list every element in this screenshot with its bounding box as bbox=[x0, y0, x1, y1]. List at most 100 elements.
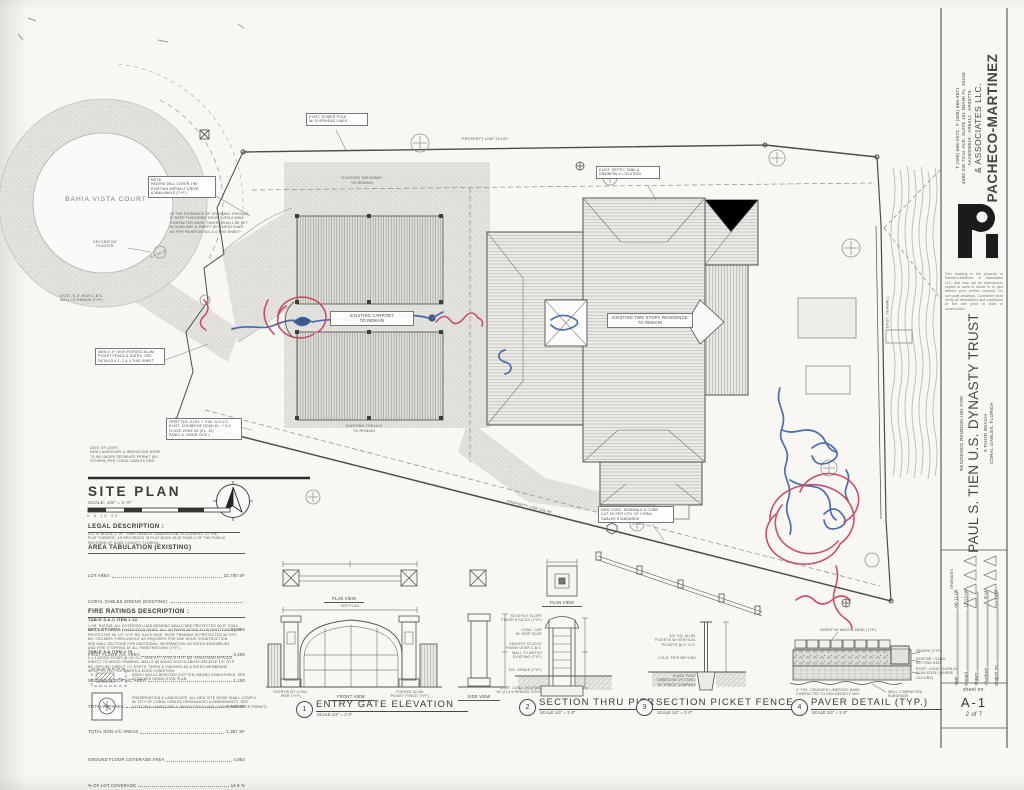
detail2-scale: SCALE 1/4" = 1'-0" bbox=[540, 710, 576, 715]
detail4-note-2: MORTAR / SAND SETTING BED bbox=[916, 657, 946, 666]
fire-ratings-heading: FIRE RATINGS DESCRIPTION : bbox=[88, 608, 245, 618]
note-landscape-permit: DATE OF LIGHT: NEW LANDSCAPE & IRRIGATIO… bbox=[90, 446, 161, 464]
note-sidewalk: NEW CONC. SIDEWALK & CURB CUT AS PER CIT… bbox=[598, 506, 674, 524]
detail4-scale: SCALE 1/4" = 1'-0" bbox=[812, 710, 848, 715]
detail3-note-3: PLACE POST EMBEDDED IN CONC. BY FENCE CO… bbox=[657, 674, 696, 687]
driveway-label: EXISTING DRIVEWAY TO REMAIN bbox=[341, 176, 383, 185]
graphic-scale-bar bbox=[87, 507, 231, 513]
area-tabulation-heading: AREA TABULATION (EXISTING) bbox=[88, 544, 245, 554]
stamp-legend-text: PRESERVATION & LANDSCAPE: ALL NEW SITE W… bbox=[132, 696, 268, 709]
fire-table1-title: TABLE 5-A-C ITEM # 42 bbox=[88, 618, 138, 622]
approval-stamp-icon bbox=[91, 692, 123, 721]
detail2-number-badge: 2 bbox=[519, 699, 536, 716]
detail4-number-badge: 4 bbox=[791, 699, 808, 716]
site-plan-scale: SCALE: 1/8" = 1'-0" bbox=[88, 500, 132, 505]
note-planter: DECORATIVE PLANTER bbox=[93, 240, 117, 249]
project-identity-block: RESIDENCE REMODELING FOR: PAUL S. TIEN U… bbox=[959, 313, 994, 553]
note-leaders bbox=[127, 129, 665, 541]
detail3-note-2: C.B.S. PIER BEYOND bbox=[658, 656, 696, 660]
property-boundary bbox=[173, 142, 894, 604]
detail2-note-4: FIN. GRADE (TYP.) bbox=[508, 668, 542, 672]
detail3-title: SECTION PICKET FENCE bbox=[656, 697, 808, 710]
fire-table1-body: 1 HR. RATING: ALL EXTERIOR LOAD BEARING … bbox=[88, 624, 242, 651]
sheet-number: A-1 bbox=[960, 695, 988, 710]
tree-symbols bbox=[153, 133, 880, 568]
fire-table2-title: TABLE 5-A ITEM # 79 bbox=[88, 650, 133, 654]
firm-disclaimer: This drawing is the property of Pacheco-… bbox=[945, 272, 1003, 311]
demo-hatch-legend-text: AREA / WALLS DENOTED (DOTTED) MEANS DEMO… bbox=[132, 673, 246, 682]
table-row: CORAL GABLES ZONING (EXISTING): bbox=[88, 599, 245, 604]
detail2-note-2: CONC. CAP W/ DRIP EDGE bbox=[515, 628, 542, 637]
revision-triangle-icons bbox=[963, 555, 997, 609]
firm-logo bbox=[958, 204, 998, 258]
detail4-note-1: PAVERS (TYP.) bbox=[916, 649, 943, 653]
detail1-side-view-label: SIDE VIEW bbox=[458, 694, 500, 701]
north-arrow-icon bbox=[213, 481, 253, 521]
detail3-scale: SCALE 1/4" = 1'-0" bbox=[657, 710, 693, 715]
water-waves bbox=[890, 165, 938, 480]
detail1-plan-view-label: PLAN VIEW bbox=[324, 596, 364, 603]
detail1-pier-note: ENTRY/EXIT CONC. PIER (TYP.) bbox=[273, 690, 309, 699]
demo-hatch-legend-icon bbox=[91, 668, 127, 687]
note-picket-fence: NEW 6'-0" HIGH FORGED ALUM. PICKET FENCE… bbox=[95, 348, 165, 366]
detail4-note-4: WELL COMPACTED SUBGRADE bbox=[888, 690, 923, 699]
note-septic: EXIST. SEPTIC TANK & DRAINFIELD LOCATION bbox=[596, 166, 660, 179]
detail-section-pier bbox=[515, 559, 612, 697]
property-line-top-label: PROPERTY LINE 314.00' bbox=[462, 137, 509, 141]
detail1-see-plan-label: SEE PLAN bbox=[340, 604, 360, 608]
residence-label: EXISTING TWO STORY RESIDENCE TO REMAIN bbox=[607, 313, 693, 328]
scale-bar-ticks: 0 5 10 20 bbox=[87, 514, 120, 518]
detail3-number-badge: 3 bbox=[636, 699, 653, 716]
detail1-front-view-label: FRONT VIEW bbox=[328, 694, 374, 701]
sheet-of: 2 of 7 bbox=[965, 711, 983, 718]
scan-artifacts bbox=[17, 17, 245, 43]
note-flood-zone: FIRST FLR. ELEV. + 9.60' N.G.V.D. EXIST.… bbox=[166, 418, 242, 440]
detail1-scale: SCALE 1/4" = 1'-0" bbox=[317, 712, 353, 717]
detail2-note-1: SLIGHTLY SLOPE FINISH STUCCO (TYP.) bbox=[501, 614, 542, 623]
detail1-fence-note: FORGED ALUM. PICKET FENCE (TYP.) bbox=[390, 690, 430, 699]
firm-identity-block: T (305) 666-2573 . F (305) 666-3871 4990… bbox=[954, 53, 1000, 203]
detail4-bottom-note: 4" THK. CRUSHED LIMEROCK BASE COMPACTED … bbox=[796, 688, 861, 697]
detail2-plan-view-label: PLAN VIEW bbox=[542, 600, 582, 607]
legal-description-heading: LEGAL DESCRIPTION : bbox=[88, 523, 240, 533]
carport-label: EXISTING CARPORT TO REMAIN bbox=[330, 311, 414, 326]
setback-lines bbox=[204, 182, 881, 587]
terrace-dock bbox=[797, 297, 913, 395]
carport bbox=[284, 214, 444, 421]
detail1-number-badge: 1 bbox=[296, 701, 313, 718]
note-cbs-wall: EXIST. 6'-0" HIGH C.B.S. WALL TO REMAIN … bbox=[60, 294, 104, 303]
trellis-label: EXISTING TRELLIS TO REMAIN bbox=[345, 424, 383, 433]
detail3-note-1: 3/4" SQ. ALUM. PICKETS W/ VERTICAL PICKE… bbox=[655, 634, 696, 647]
detail-entry-gate bbox=[266, 561, 508, 688]
legal-description-body: LOT 9, BLOCK 1, OF "TAHITI BEACH" SUBDIV… bbox=[88, 532, 226, 545]
fire-table2-body: 2 x 4 WOOD STUDS @ 16" O.C. NEW EXT. TYP… bbox=[88, 656, 235, 674]
note-power-pole: EXIST. POWER POLE W/ OVERHEAD LINES bbox=[306, 113, 368, 126]
pen-annotation-red bbox=[199, 296, 860, 629]
detail-paver bbox=[789, 631, 921, 693]
sheet-no-label: sheet no. bbox=[962, 687, 986, 693]
detail1-title: ENTRY GATE ELEVATION bbox=[316, 699, 469, 712]
site-plan-title: SITE PLAN bbox=[88, 484, 182, 499]
residence-roof bbox=[486, 197, 759, 506]
detail4-top-note: SWEEP W/ MASON SAND (TYP.) bbox=[820, 628, 877, 632]
power-pole-icon bbox=[199, 129, 210, 140]
titleblock-rules bbox=[940, 8, 1008, 748]
detail2-note-3: SMOOTH STUCCO FINISH OVER C.B.S. WALL TO… bbox=[505, 642, 542, 660]
detail2-title: SECTION THRU PIER bbox=[539, 697, 670, 710]
detail4-title: PAVER DETAIL (TYP.) bbox=[811, 697, 943, 710]
detail2-note-5: CONT. CONC. FOOTING W/ (2) # 5 REBARS CO… bbox=[496, 686, 542, 695]
detail4-note-3: EXIST. CONC. CURB AT PLAN EDGE (WHERE OC… bbox=[916, 667, 958, 680]
issue-field-project-no: project no.1605 bbox=[993, 589, 999, 686]
